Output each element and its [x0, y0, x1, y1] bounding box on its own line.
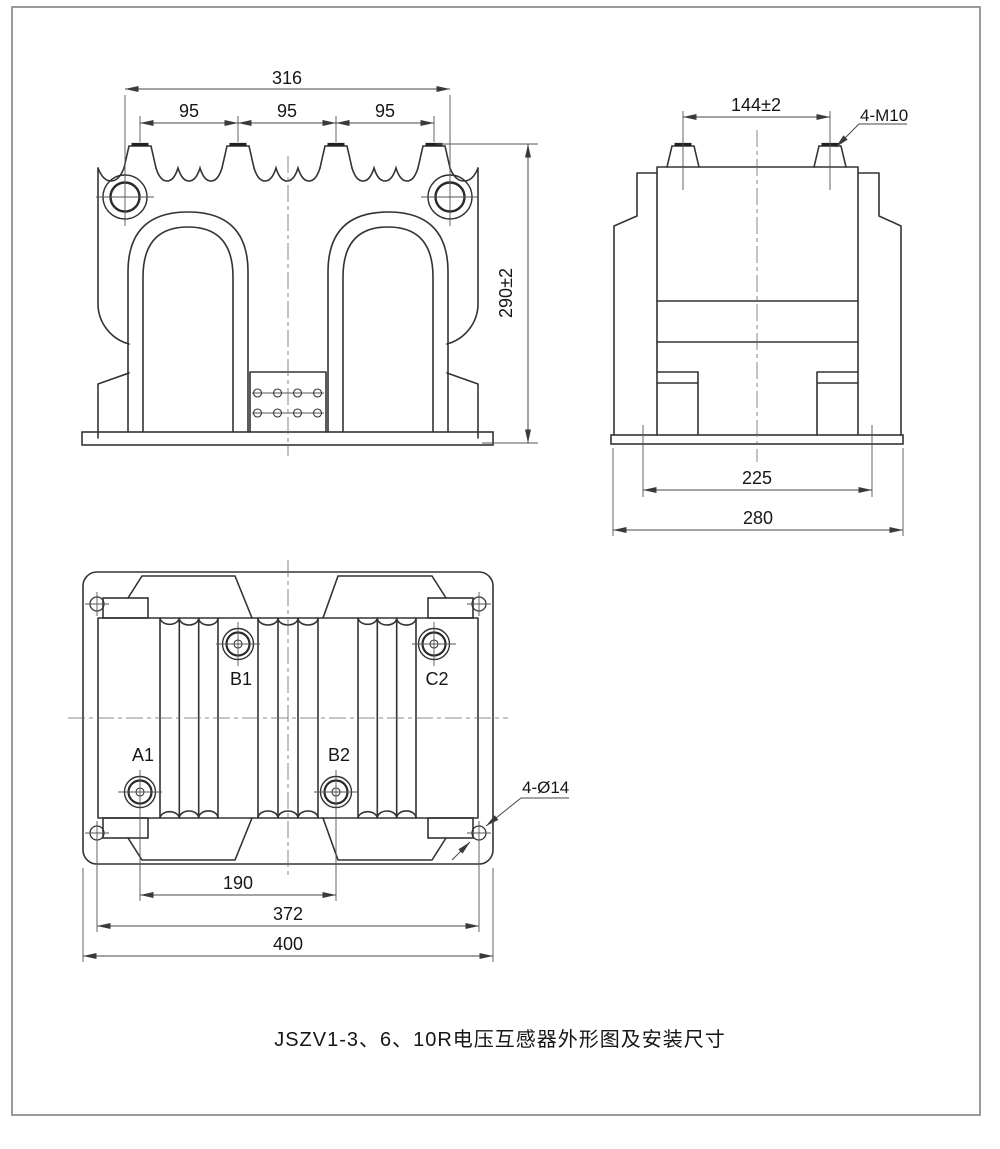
note-label-4-d14: 4-Ø14 — [522, 778, 569, 797]
dim-label-95-1: 95 — [179, 101, 199, 121]
right-arch-outer — [327, 211, 449, 433]
note-4-M10: 4-M10 — [835, 106, 908, 148]
dim-label-144: 144±2 — [731, 95, 781, 115]
dim-label-280: 280 — [743, 508, 773, 528]
terminal-label-b2: B2 — [328, 745, 350, 765]
dim-144: 144±2 — [682, 95, 831, 190]
dim-label-290: 290±2 — [496, 268, 516, 318]
primary-terminal-1 — [123, 142, 157, 169]
dim-280: 280 — [612, 448, 904, 536]
dim-label-372: 372 — [273, 904, 303, 924]
dim-316: 316 — [124, 68, 451, 226]
dim-label-225: 225 — [742, 468, 772, 488]
note-label-4-M10: 4-M10 — [860, 106, 908, 125]
dim-label-95-2: 95 — [277, 101, 297, 121]
left-arch-inner — [142, 226, 234, 433]
dim-290: 290±2 — [437, 143, 538, 444]
dim-225: 225 — [642, 425, 873, 497]
side-view: 144±2 4-M10 225 280 — [610, 95, 908, 536]
drawing-caption: JSZV1-3、6、10R电压互感器外形图及安装尺寸 — [274, 1028, 726, 1051]
dim-label-400: 400 — [273, 934, 303, 954]
dim-label-316: 316 — [272, 68, 302, 88]
front-view: 316 95 95 95 290±2 — [81, 68, 538, 456]
dim-label-190: 190 — [223, 873, 253, 893]
base-plate — [81, 431, 494, 446]
terminal-B1: B1 — [216, 622, 260, 689]
dim-190: 190 — [139, 770, 337, 901]
dim-95-chain: 95 95 95 — [139, 101, 435, 142]
right-arch-inner — [342, 226, 434, 433]
dim-label-95-3: 95 — [375, 101, 395, 121]
terminal-label-c2: C2 — [425, 669, 448, 689]
page-frame — [11, 6, 981, 1116]
primary-terminal-2 — [221, 142, 255, 169]
note-4-d14: 4-Ø14 — [451, 778, 569, 861]
terminal-label-b1: B1 — [230, 669, 252, 689]
left-arch-outer — [127, 211, 249, 433]
terminal-C2: C2 — [412, 622, 456, 689]
terminal-label-a1: A1 — [132, 745, 154, 765]
primary-terminal-4 — [417, 142, 451, 169]
dim-400: 400 — [82, 868, 494, 962]
primary-terminal-3 — [319, 142, 353, 169]
top-view: A1 B1 B2 C2 4-Ø14 — [68, 560, 569, 962]
dim-372: 372 — [96, 821, 480, 932]
